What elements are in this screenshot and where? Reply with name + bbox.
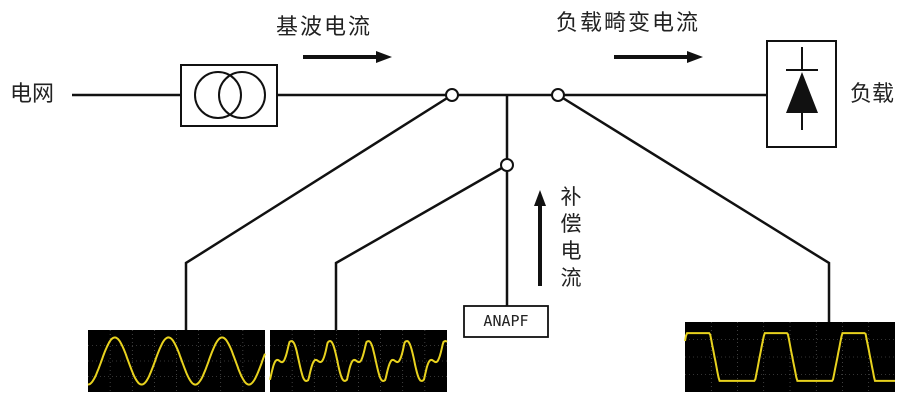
load-distortion-current-label: 负载畸变电流 [556, 11, 701, 36]
scope-compensation [269, 330, 448, 392]
transformer-icon [180, 64, 278, 127]
probe-line-load [557, 93, 831, 322]
probe-line-compensation [334, 163, 508, 330]
diode-icon [766, 40, 837, 148]
compensation-arrow-icon [534, 190, 546, 286]
distortion-arrow-icon [614, 51, 703, 63]
anapf-box [463, 305, 549, 338]
fundamental-current-label: 基波电流 [276, 15, 373, 40]
compensation-current-label: 补偿电流 [560, 185, 582, 290]
scope-fundamental [87, 330, 266, 392]
grid-label: 电网 [10, 82, 55, 107]
node-compensation [500, 158, 514, 172]
waveform-trace [684, 332, 895, 382]
scope-load [684, 322, 895, 392]
load-label: 负载 [850, 82, 895, 107]
fundamental-arrow-icon [303, 51, 392, 63]
anapf-label: ANAPF [483, 312, 529, 330]
node-load [551, 88, 565, 102]
probe-line-fundamental [184, 93, 453, 330]
node-fundamental [445, 88, 459, 102]
waveform-trace [269, 339, 448, 383]
waveform-trace [87, 336, 266, 386]
